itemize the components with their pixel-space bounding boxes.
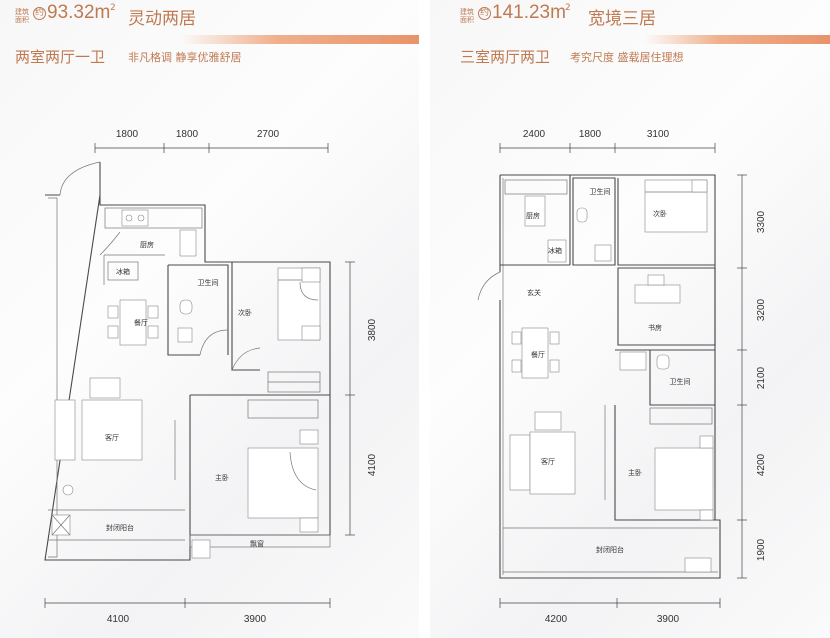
top-dim-1: 1800 (116, 129, 139, 140)
room-bathroom-1: 卫生间 (590, 187, 611, 196)
approx-badge: 约 (33, 7, 46, 20)
right-dim-5: 1900 (756, 538, 767, 561)
room-living: 客厅 (105, 433, 119, 442)
top-dim-3: 3100 (647, 129, 670, 140)
header: 建筑 面积 约 141.23m 2 宽境三居 (430, 0, 830, 40)
right-dim-2: 3200 (756, 298, 767, 321)
area-value: 93.32m (47, 2, 111, 23)
right-dim-4: 4200 (756, 453, 767, 476)
top-dim-1: 2400 (523, 129, 546, 140)
room-master: 主卧 (215, 473, 229, 482)
room-balcony: 封闭阳台 (106, 523, 134, 532)
room-second-bedroom: 次卧 (238, 308, 252, 317)
accent-bar (180, 35, 419, 44)
header: 建筑 面积 约 93.32m 2 灵动两居 (0, 0, 419, 40)
tagline: 非凡格调 静享优雅舒居 (128, 51, 242, 64)
layout-name: 灵动两居 (128, 9, 196, 29)
floorplan-panel-three-bedroom: 建筑 面积 约 141.23m 2 宽境三居 三室两厅两卫 考究尺度 盛载居住理… (430, 0, 830, 638)
area-label-line2: 面积 (460, 16, 474, 24)
right-dim-1: 3800 (367, 318, 378, 341)
floorplan-panel-two-bedroom: 建筑 面积 约 93.32m 2 灵动两居 两室两厅一卫 非凡格调 静享优雅舒居… (0, 0, 419, 638)
room-config: 三室两厅两卫 (460, 48, 551, 66)
bottom-dim-2: 3900 (244, 614, 267, 625)
room-living: 客厅 (541, 457, 555, 466)
bottom-dim-2: 3900 (657, 614, 680, 625)
room-fridge: 冰箱 (116, 267, 130, 276)
right-dim-1: 3300 (756, 210, 767, 233)
accent-bar (645, 35, 830, 44)
room-config: 两室两厅一卫 (15, 48, 106, 66)
right-dim-2: 4100 (367, 453, 378, 476)
room-master: 主卧 (628, 468, 642, 477)
bottom-dim-1: 4200 (545, 614, 568, 625)
top-dim-3: 2700 (257, 129, 280, 140)
room-kitchen: 厨房 (526, 211, 540, 220)
area-unit: 2 (110, 3, 116, 13)
area-value: 141.23m (492, 2, 566, 23)
tagline: 考究尺度 盛载居住理想 (570, 51, 684, 64)
room-foyer: 玄关 (527, 288, 541, 297)
floorplan-drawing: 1800 1800 2700 3800 4100 4100 3900 厨房 冰箱 (44, 129, 378, 625)
room-bay-window: 飘窗 (250, 539, 264, 548)
layout-name: 宽境三居 (588, 9, 656, 29)
room-bathroom-2: 卫生间 (670, 377, 691, 386)
room-fridge: 冰箱 (548, 246, 562, 255)
room-kitchen: 厨房 (140, 240, 154, 249)
area-unit: 2 (565, 3, 571, 13)
approx-badge: 约 (478, 7, 491, 20)
area-label-line2: 面积 (15, 16, 29, 24)
area-label-line1: 建筑 (460, 8, 474, 16)
area-label-line1: 建筑 (15, 8, 29, 16)
top-dim-2: 1800 (579, 129, 602, 140)
bottom-dim-1: 4100 (107, 614, 130, 625)
top-dim-2: 1800 (176, 129, 199, 140)
room-bathroom: 卫生间 (198, 278, 219, 287)
room-dining: 餐厅 (134, 318, 148, 327)
room-second-bedroom: 次卧 (653, 209, 667, 218)
room-study: 书房 (648, 323, 662, 332)
right-dim-3: 2100 (756, 366, 767, 389)
room-dining: 餐厅 (531, 350, 545, 359)
floorplan-drawing: 2400 1800 3100 3300 3200 2100 4200 1900 … (477, 129, 767, 625)
room-balcony: 封闭阳台 (596, 545, 624, 554)
